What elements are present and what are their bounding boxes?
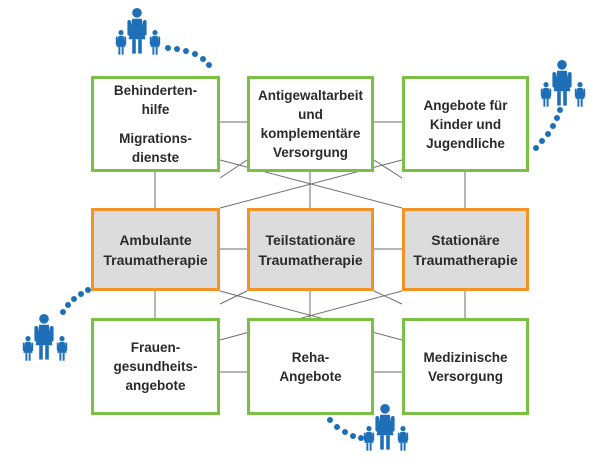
label-medizinische: Medizinische Versorgung xyxy=(423,349,508,384)
label-reha: Reha- Angebote xyxy=(279,349,342,384)
label-stationaere: Stationäre Traumatherapie xyxy=(413,231,518,268)
family-icon xyxy=(363,404,409,451)
connector xyxy=(219,159,248,179)
label-frauen: Frauen- gesundheits- angebote xyxy=(113,340,198,393)
connector xyxy=(373,159,403,179)
family-icon xyxy=(115,8,161,55)
label-antigewaltarbeit: Antigewaltarbeit und komplementäre Verso… xyxy=(257,88,363,160)
box-angebote-kinder: Angebote für Kinder und Jugendliche xyxy=(402,76,529,172)
box-antigewaltarbeit: Antigewaltarbeit und komplementäre Verso… xyxy=(247,76,374,172)
box-ambulante-traumatherapie: Ambulante Traumatherapie xyxy=(91,208,220,291)
box-reha-angebote: Reha- Angebote xyxy=(247,318,374,415)
dot-trail xyxy=(533,107,563,151)
box-teilstationaere-traumatherapie: Teilstationäre Traumatherapie xyxy=(247,208,374,291)
box-medizinische-versorgung: Medizinische Versorgung xyxy=(402,318,529,415)
family-icon xyxy=(540,60,586,107)
box-behindertenhilfe-migrationsdienste: Behinderten- hilfe Migrations- dienste xyxy=(91,76,220,172)
dot-trail xyxy=(165,45,212,68)
label-behindertenhilfe: Behinderten- hilfe xyxy=(113,83,198,117)
box-frauengesundheit: Frauen- gesundheits- angebote xyxy=(91,318,220,415)
label-ambulante: Ambulante Traumatherapie xyxy=(103,231,208,268)
label-teilstationaere: Teilstationäre Traumatherapie xyxy=(258,231,363,268)
connector xyxy=(219,290,248,305)
label-angebote-kinder: Angebote für Kinder und Jugendliche xyxy=(423,97,508,151)
box-stationaere-traumatherapie: Stationäre Traumatherapie xyxy=(402,208,529,291)
connector xyxy=(373,290,403,305)
label-migrationsdienste: Migrations- dienste xyxy=(119,131,192,165)
family-icon xyxy=(22,314,68,361)
